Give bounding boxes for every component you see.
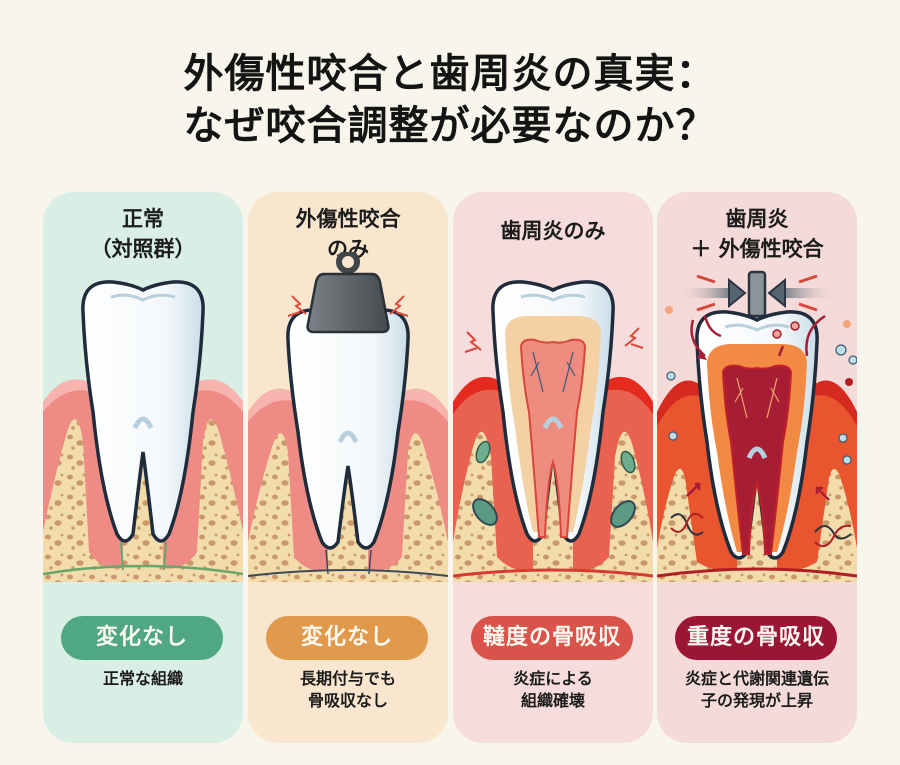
description-line: 炎症と代謝関連遺伝 <box>684 669 829 688</box>
healthy-tooth-illustration <box>43 252 243 592</box>
heading-line: （対照群） <box>90 237 196 261</box>
status-badge: 韃度の骨吸収 <box>471 616 633 660</box>
heading-line: 歯周炎 <box>725 207 789 231</box>
page-title: 外傷性咬合と歯周炎の真実： なぜ咬合調整が必要なのか？ <box>0 48 900 152</box>
status-badge: 変化なし <box>266 616 428 660</box>
panel-heading: 正常 （対照群） <box>43 204 243 264</box>
heading-line: 外傷性咬合 <box>295 207 401 231</box>
heading-line: のみ <box>327 237 369 261</box>
description-line: 長期付与でも <box>299 669 396 688</box>
panel-normal: 正常 （対照群） 変化なし 正常な組織 <box>43 192 243 743</box>
description-line: 組織確壊 <box>520 691 585 710</box>
panel-heading: 外傷性咬合 のみ <box>248 204 448 264</box>
panel-heading: 歯周炎 ＋ 外傷性咬合 <box>657 204 857 264</box>
heading-line: ＋ 外傷性咬合 <box>690 237 824 261</box>
heading-line: 正常 <box>122 207 164 231</box>
severe-inflamed-tooth-illustration <box>657 252 857 592</box>
description-line: 正常な組織 <box>102 669 183 688</box>
panel-periodontitis-only: 歯周炎のみ <box>453 192 653 743</box>
panel-heading: 歯周炎のみ <box>453 216 653 246</box>
status-badge: 変化なし <box>61 616 223 660</box>
description-line: 子の発現が上昇 <box>700 691 813 710</box>
status-badge: 重度の骨吸収 <box>675 616 837 660</box>
heading-line: 歯周炎のみ <box>500 219 606 243</box>
description-line: 炎症による <box>513 669 593 688</box>
panel-description: 炎症による 組織確壊 <box>453 668 653 712</box>
panel-trauma-only: 外傷性咬合 のみ 変化なし 長期付与でも <box>248 192 448 743</box>
inflamed-tooth-illustration <box>453 252 653 592</box>
title-line-2: なぜ咬合調整が必要なのか？ <box>183 103 717 149</box>
description-line: 骨吸収なし <box>307 691 388 710</box>
panel-description: 炎症と代謝関連遺伝 子の発現が上昇 <box>657 668 857 712</box>
title-line-1: 外傷性咬合と歯周炎の真実： <box>183 51 717 97</box>
tooth-with-weight-illustration <box>248 252 448 592</box>
panel-description: 長期付与でも 骨吸収なし <box>248 668 448 712</box>
panel-periodontitis-plus-trauma: 歯周炎 ＋ 外傷性咬合 <box>657 192 857 743</box>
panel-description: 正常な組織 <box>43 668 243 690</box>
